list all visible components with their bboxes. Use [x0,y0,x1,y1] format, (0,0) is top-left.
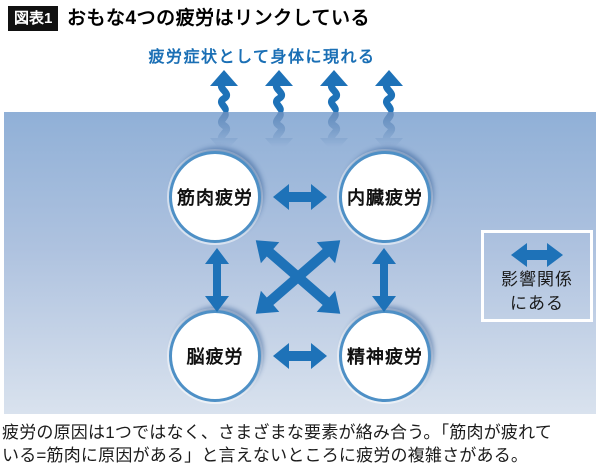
up-wavy-arrow-icon [210,70,238,112]
wavy-arrow-reflection [210,109,238,154]
double-arrow-icon [255,240,341,314]
up-wavy-arrow-icon [375,70,403,112]
wavy-arrow-reflection [265,109,293,154]
node-visceral-fatigue: 内臓疲労 [339,151,431,243]
double-arrow-icon [205,248,229,312]
symptom-caption: 疲労症状として身体に現れる [148,49,376,66]
legend-label-line2: にある [510,294,564,313]
node-muscle-fatigue: 筋肉疲労 [169,151,261,243]
wavy-arrow-reflection [320,109,348,154]
double-arrow-icon [273,343,327,369]
node-brain-fatigue: 脳疲労 [169,310,261,402]
footer-note: 疲労の原因は1つではなく、さまざまな要素が絡み合う。「筋肉が疲れて いる=筋肉に… [2,421,600,467]
diagram-panel: 筋肉疲労 内臓疲労 脳疲労 精神疲労 影響関係 にある [4,109,596,414]
figure-title: おもな4つの疲労はリンクしている [67,8,370,29]
legend-label-line1: 影響関係 [501,270,573,289]
double-arrow-icon [273,184,327,210]
node-mental-fatigue: 精神疲労 [339,310,431,402]
footer-note-line2: いる=筋肉に原因がある」と言えないところに疲労の複雑さがある。 [2,446,529,465]
wavy-arrow-reflection [375,109,403,154]
figure-number-badge: 図表1 [8,6,59,31]
up-wavy-arrow-icon [265,70,293,112]
footer-note-line1: 疲労の原因は1つではなく、さまざまな要素が絡み合う。「筋肉が疲れて [2,423,553,442]
up-wavy-arrow-icon [320,70,348,112]
double-arrow-icon [372,248,396,312]
double-arrow-icon [511,243,563,267]
legend-box: 影響関係 にある [481,230,593,322]
